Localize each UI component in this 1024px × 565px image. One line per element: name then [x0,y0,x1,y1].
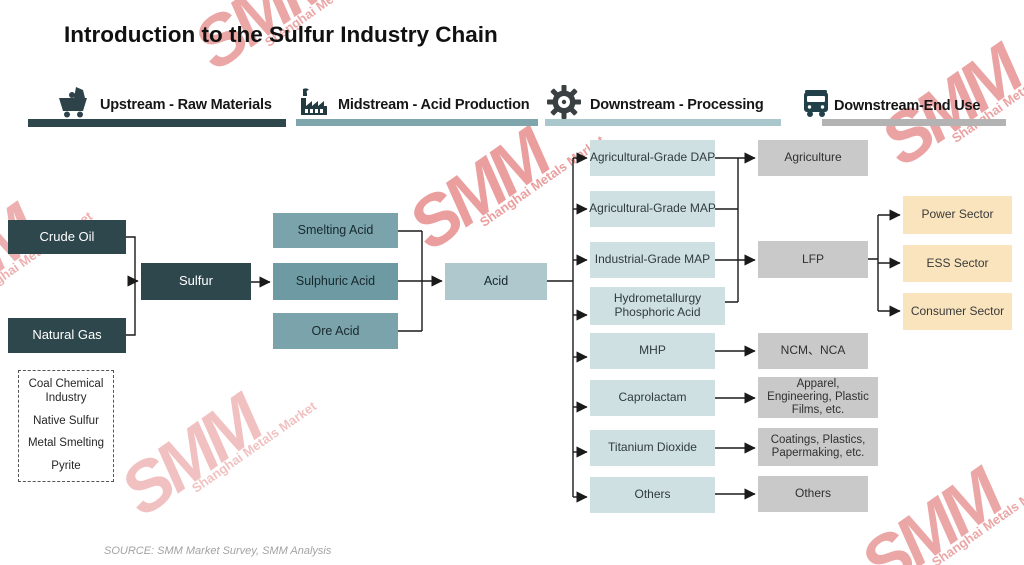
node-titanium-dioxide: Titanium Dioxide [590,430,715,466]
section-underline-processing [545,119,781,126]
node-consumer-sector: Consumer Sector [903,293,1012,330]
node-acid: Acid [445,263,547,300]
section-label: Downstream-End Use [834,97,981,114]
section-underline-midstream [296,119,538,126]
section-header-midstream: Midstream - Acid Production [298,86,530,123]
node-lfp: LFP [758,241,868,278]
node-coatings-plastics: Coatings, Plastics, Papermaking, etc. [758,428,878,466]
node-agricultural-grade-map: Agricultural-Grade MAP [589,191,716,227]
list-item: Metal Smelting [27,437,105,450]
section-header-upstream: Upstream - Raw Materials [56,86,272,123]
section-label: Downstream - Processing [590,96,764,113]
node-apparel-engineering: Apparel, Engineering, Plastic Films, etc… [758,377,878,418]
list-item: Pyrite [51,460,81,473]
node-ncm-nca: NCM、NCA [758,333,868,369]
section-header-enduse: Downstream-End Use [801,88,980,123]
node-caprolactam: Caprolactam [590,380,715,416]
section-underline-upstream [28,119,286,127]
node-natural-gas: Natural Gas [8,318,126,353]
list-item: Native Sulfur [33,414,99,427]
node-ess-sector: ESS Sector [903,245,1012,282]
section-label: Midstream - Acid Production [338,96,530,113]
node-enduse-others: Others [758,476,868,512]
mining-cart-icon [56,86,92,123]
section-label: Upstream - Raw Materials [100,96,272,113]
node-power-sector: Power Sector [903,196,1012,234]
list-item: Coal Chemical Industry [28,378,104,404]
bus-icon [801,88,831,123]
section-underline-enduse [822,119,1006,126]
node-hydrometallurgy-phosphoric-acid: Hydrometallurgy Phosphoric Acid [590,287,725,325]
node-agricultural-grade-dap: Agricultural-Grade DAP [590,140,715,176]
other-sources-group: Coal Chemical Industry Native Sulfur Met… [18,370,114,482]
node-mhp: MHP [590,333,715,369]
node-ore-acid: Ore Acid [273,313,398,349]
node-sulfur: Sulfur [141,263,251,300]
node-crude-oil: Crude Oil [8,220,126,254]
section-header-processing: Downstream - Processing [546,84,764,125]
gear-icon [546,84,582,125]
page-title: Introduction to the Sulfur Industry Chai… [64,22,498,47]
node-smelting-acid: Smelting Acid [273,213,398,248]
source-note: SOURCE: SMM Market Survey, SMM Analysis [104,545,332,557]
node-industrial-grade-map: Industrial-Grade MAP [590,242,715,278]
node-processing-others: Others [590,477,715,513]
node-sulphuric-acid: Sulphuric Acid [273,263,398,300]
factory-icon [298,86,330,123]
node-agriculture: Agriculture [758,140,868,176]
